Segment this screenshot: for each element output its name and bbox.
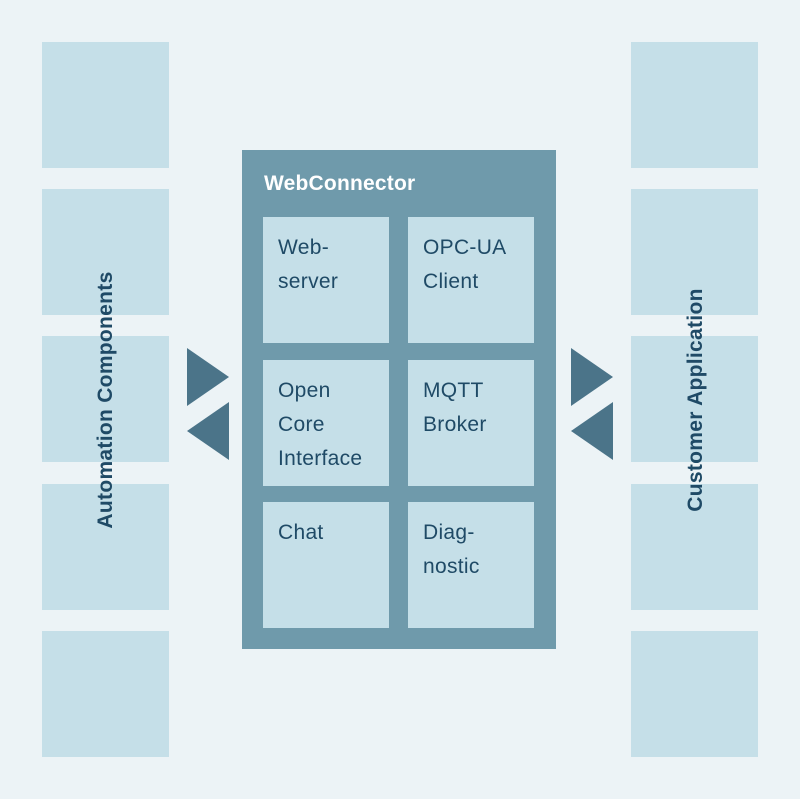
arrow-left-icon — [571, 402, 613, 460]
customer-application-block — [631, 336, 758, 462]
module-label: OPC-UA Client — [423, 236, 507, 293]
automation-components-label: Automation Components — [94, 271, 117, 529]
customer-application-block — [631, 631, 758, 757]
arrow-left-icon — [187, 402, 229, 460]
web-connector-title: WebConnector — [264, 172, 416, 195]
automation-component-block — [42, 42, 169, 168]
module-label: Web- server — [278, 236, 339, 293]
automation-component-block — [42, 631, 169, 757]
module-webserver: Web- server — [263, 217, 389, 343]
web-connector-box: WebConnector Web- server OPC-UA Client O… — [242, 150, 556, 649]
module-open-core-interface: Open Core Interface — [263, 360, 389, 486]
customer-application-label: Customer Application — [684, 288, 707, 512]
module-opc-ua-client: OPC-UA Client — [408, 217, 534, 343]
arrow-right-icon — [571, 348, 613, 406]
module-label: Diag- nostic — [423, 521, 480, 578]
automation-component-block — [42, 189, 169, 315]
automation-component-block — [42, 336, 169, 462]
customer-application-block — [631, 484, 758, 610]
module-label: Chat — [278, 521, 324, 544]
arrow-right-icon — [187, 348, 229, 406]
module-mqtt-broker: MQTT Broker — [408, 360, 534, 486]
customer-application-block — [631, 189, 758, 315]
module-chat: Chat — [263, 502, 389, 628]
module-diagnostic: Diag- nostic — [408, 502, 534, 628]
module-label: MQTT Broker — [423, 379, 487, 436]
customer-application-block — [631, 42, 758, 168]
automation-component-block — [42, 484, 169, 610]
module-label: Open Core Interface — [278, 379, 363, 470]
